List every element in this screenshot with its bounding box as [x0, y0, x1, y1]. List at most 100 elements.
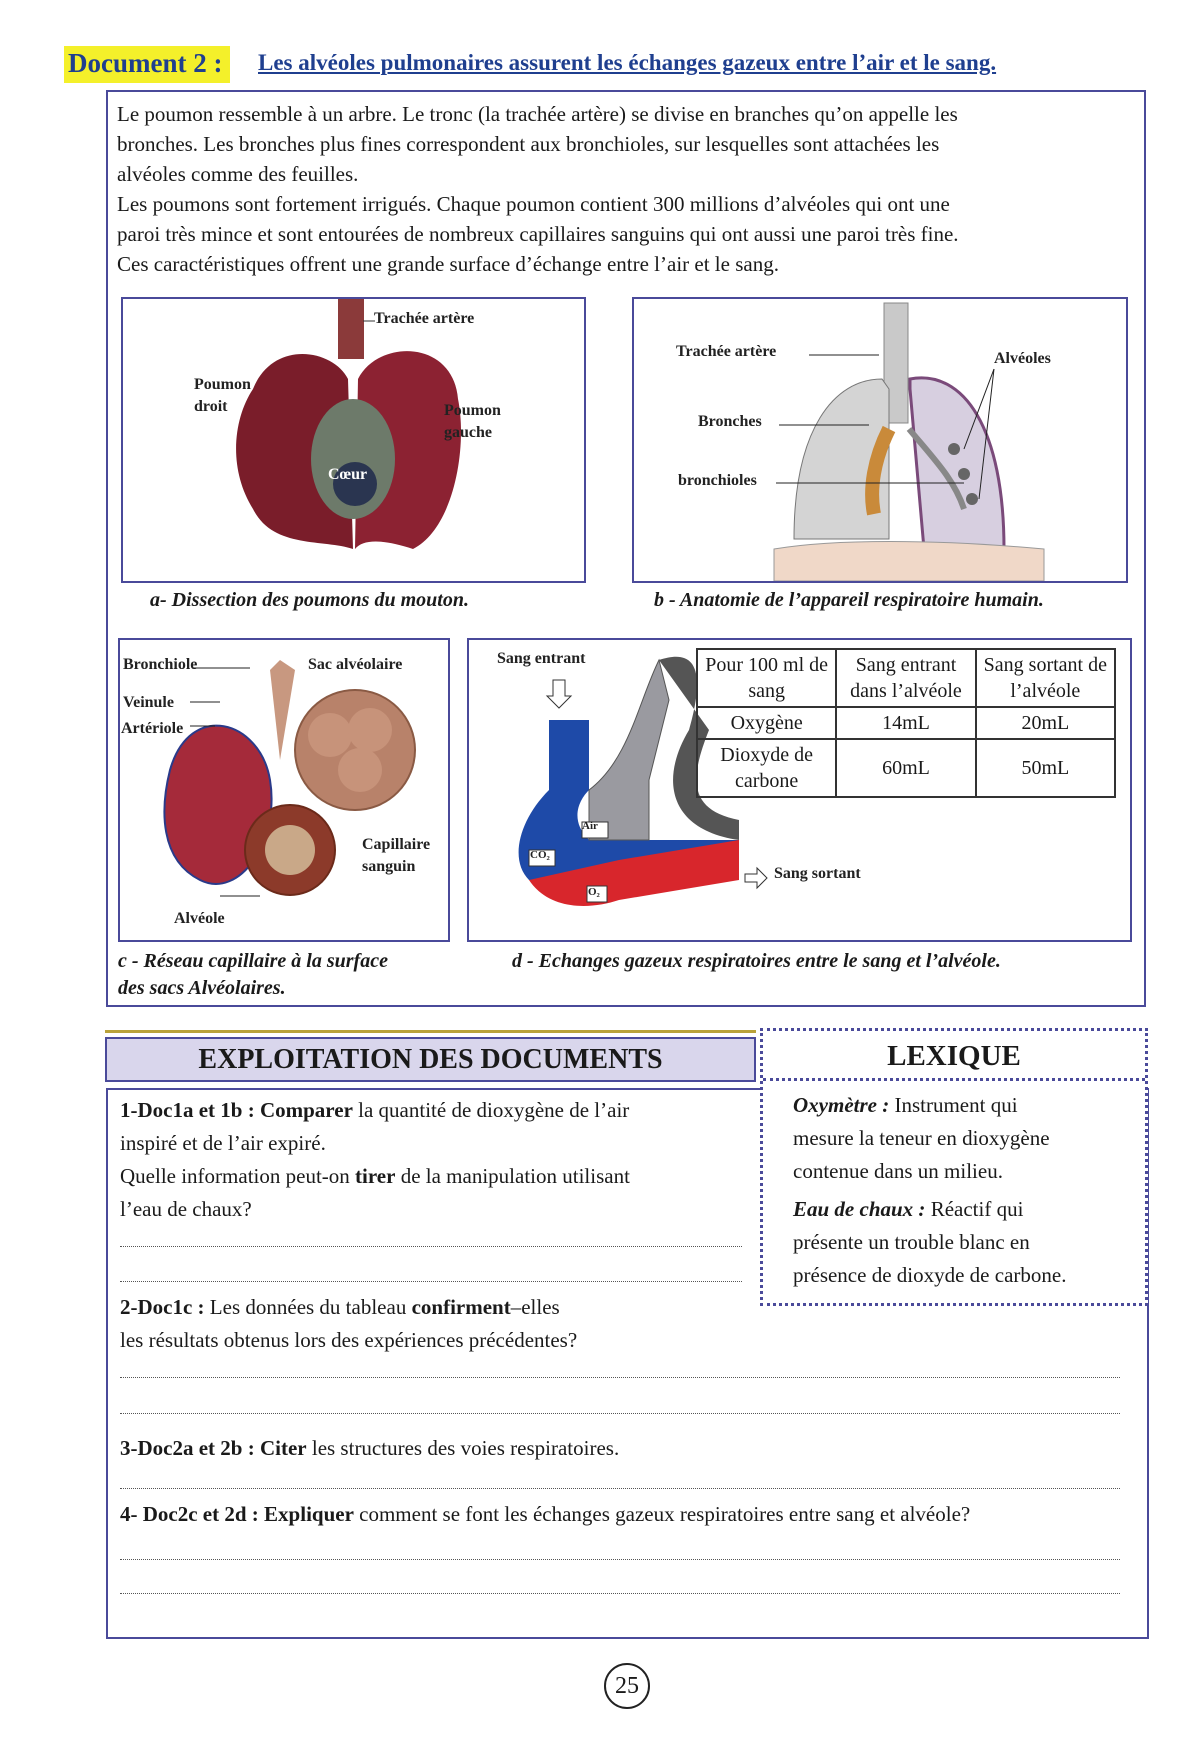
- table-row: Oxygène 14mL 20mL: [695, 706, 1117, 740]
- caption-figure-a: a- Dissection des poumons du mouton.: [150, 589, 469, 611]
- answer-line[interactable]: [120, 1412, 1120, 1414]
- answer-line[interactable]: [120, 1558, 1120, 1560]
- figure-b-human-respiratory: [632, 297, 1128, 583]
- gas-exchange-table: Pour 100 ml de sang Sang entrant dans l’…: [695, 648, 1117, 798]
- label-alveoles: Alvéoles: [994, 350, 1051, 367]
- lexique-term: Eau de chaux :: [793, 1197, 926, 1221]
- question-ref: 1-Doc1a et 1b :: [120, 1098, 255, 1122]
- question-verb: tirer: [355, 1164, 396, 1188]
- answer-line[interactable]: [120, 1487, 1120, 1489]
- question-text: les structures des voies respiratoires.: [306, 1436, 620, 1460]
- table-header-cell: Sang sortant de l’alvéole: [974, 648, 1117, 708]
- intro-line: Les poumons sont fortement irrigués. Cha…: [117, 192, 950, 216]
- label-o2: O₂: [588, 886, 600, 898]
- label-arteriole: Artériole: [121, 720, 184, 737]
- question-1: 1-Doc1a et 1b : Comparer la quantité de …: [120, 1094, 750, 1226]
- label-sang-entrant: Sang entrant: [497, 650, 586, 667]
- label-veinule: Veinule: [123, 694, 174, 711]
- label-capillaire: Capillaire: [362, 836, 431, 853]
- question-text: Les données du tableau: [204, 1295, 412, 1319]
- caption-figure-b: b - Anatomie de l’appareil respiratoire …: [654, 589, 1044, 611]
- intro-line: alvéoles comme des feuilles.: [117, 162, 359, 186]
- table-header-cell: Sang entrant dans l’alvéole: [835, 648, 977, 708]
- answer-line[interactable]: [120, 1592, 1120, 1594]
- intro-line: paroi très mince et sont entourées de no…: [117, 222, 959, 246]
- question-ref: 2-Doc1c :: [120, 1295, 205, 1319]
- label-capillaire: sanguin: [362, 858, 416, 875]
- respiratory-anatomy-illustration: [773, 302, 1045, 582]
- label-sac-alveolaire: Sac alvéolaire: [308, 656, 403, 673]
- label-bronchioles: bronchioles: [678, 472, 757, 489]
- question-ref: 4- Doc2c et 2d :: [120, 1502, 259, 1526]
- answer-line[interactable]: [120, 1280, 742, 1282]
- question-text: comment se font les échanges gazeux resp…: [353, 1502, 971, 1526]
- label-co2: CO₂: [530, 849, 550, 861]
- caption-figure-c: c - Réseau capillaire à la surface: [118, 950, 388, 972]
- lexique-title: LEXIQUE: [763, 1031, 1145, 1081]
- label-trachee-a: Trachée artère: [374, 310, 475, 327]
- lexique-term: Oxymètre :: [793, 1093, 890, 1117]
- caption-figure-c: des sacs Alvéolaires.: [118, 977, 286, 999]
- sheep-lungs-illustration: [236, 299, 461, 549]
- table-cell: 20mL: [974, 706, 1117, 740]
- lexique-entry-oxymetre: Oxymètre : Instrument qui mesure la tene…: [793, 1089, 1138, 1188]
- table-cell: 14mL: [835, 706, 977, 740]
- table-cell: Dioxyde de carbone: [695, 738, 838, 798]
- question-verb: Expliquer: [264, 1502, 354, 1526]
- page-number: 25: [604, 1663, 650, 1709]
- caption-figure-d: d - Echanges gazeux respiratoires entre …: [512, 950, 1001, 972]
- lexique-definition: contenue dans un milieu.: [793, 1159, 1003, 1183]
- label-poumon-gauche: Poumon: [444, 402, 501, 419]
- lexique-definition: Réactif qui: [925, 1197, 1024, 1221]
- question-4: 4- Doc2c et 2d : Expliquer comment se fo…: [120, 1498, 1150, 1531]
- table-row: Pour 100 ml de sang Sang entrant dans l’…: [695, 648, 1117, 708]
- lexique-box: LEXIQUE Oxymètre : Instrument qui mesure…: [760, 1028, 1148, 1306]
- lexique-definition: Instrument qui: [889, 1093, 1018, 1117]
- question-text: –elles: [510, 1295, 560, 1319]
- lexique-definition: mesure la teneur en dioxygène: [793, 1126, 1050, 1150]
- question-2: 2-Doc1c : Les données du tableau confirm…: [120, 1291, 820, 1357]
- label-alveole: Alvéole: [174, 910, 225, 927]
- lexique-entry-eau-de-chaux: Eau de chaux : Réactif qui présente un t…: [793, 1193, 1138, 1292]
- table-cell: Oxygène: [695, 706, 838, 740]
- document-frame: [106, 90, 1146, 1007]
- figure-c-capillary-network: [118, 638, 450, 942]
- label-poumon-droit: droit: [194, 398, 228, 415]
- question-text: Quelle information peut-on: [120, 1164, 356, 1188]
- question-verb: Comparer: [259, 1098, 353, 1122]
- question-text: de la manipulation utilisant: [395, 1164, 630, 1188]
- table-cell: 60mL: [835, 738, 977, 798]
- question-verb: Citer: [259, 1436, 307, 1460]
- section-divider: [105, 1030, 756, 1033]
- question-text: inspiré et de l’air expiré.: [120, 1131, 326, 1155]
- intro-line: bronches. Les bronches plus fines corres…: [117, 132, 940, 156]
- table-header-cell: Pour 100 ml de sang: [695, 648, 838, 708]
- document-label: Document 2 :: [64, 46, 231, 83]
- intro-line: Le poumon ressemble à un arbre. Le tronc…: [117, 102, 958, 126]
- question-verb: confirment: [411, 1295, 511, 1319]
- label-poumon-gauche: gauche: [444, 424, 492, 441]
- question-3: 3-Doc2a et 2b : Citer les structures des…: [120, 1432, 1120, 1465]
- question-text: l’eau de chaux?: [120, 1197, 252, 1221]
- exploitation-frame: [106, 1088, 1149, 1639]
- label-bronches: Bronches: [698, 413, 762, 430]
- answer-line[interactable]: [120, 1376, 1120, 1378]
- intro-line: Ces caractéristiques offrent une grande …: [117, 252, 779, 276]
- label-coeur: Cœur: [328, 466, 368, 483]
- alveolar-sac-illustration: [163, 660, 416, 897]
- question-text: les résultats obtenus lors des expérienc…: [120, 1328, 578, 1352]
- exploitation-title: EXPLOITATION DES DOCUMENTS: [105, 1037, 756, 1082]
- label-sang-sortant: Sang sortant: [774, 865, 861, 882]
- table-cell: 50mL: [974, 738, 1117, 798]
- lexique-definition: présente un trouble blanc en: [793, 1230, 1030, 1254]
- label-bronchiole: Bronchiole: [123, 656, 198, 673]
- table-row: Dioxyde de carbone 60mL 50mL: [695, 738, 1117, 798]
- question-ref: 3-Doc2a et 2b :: [120, 1436, 255, 1460]
- answer-line[interactable]: [120, 1245, 742, 1247]
- lexique-definition: présence de dioxyde de carbone.: [793, 1263, 1067, 1287]
- label-trachee-b: Trachée artère: [676, 343, 777, 360]
- figure-a-sheep-lungs: [121, 297, 586, 583]
- question-text: la quantité de dioxygène de l’air: [352, 1098, 630, 1122]
- label-air: Air: [582, 820, 598, 832]
- document-title: Les alvéoles pulmonaires assurent les éc…: [258, 50, 997, 75]
